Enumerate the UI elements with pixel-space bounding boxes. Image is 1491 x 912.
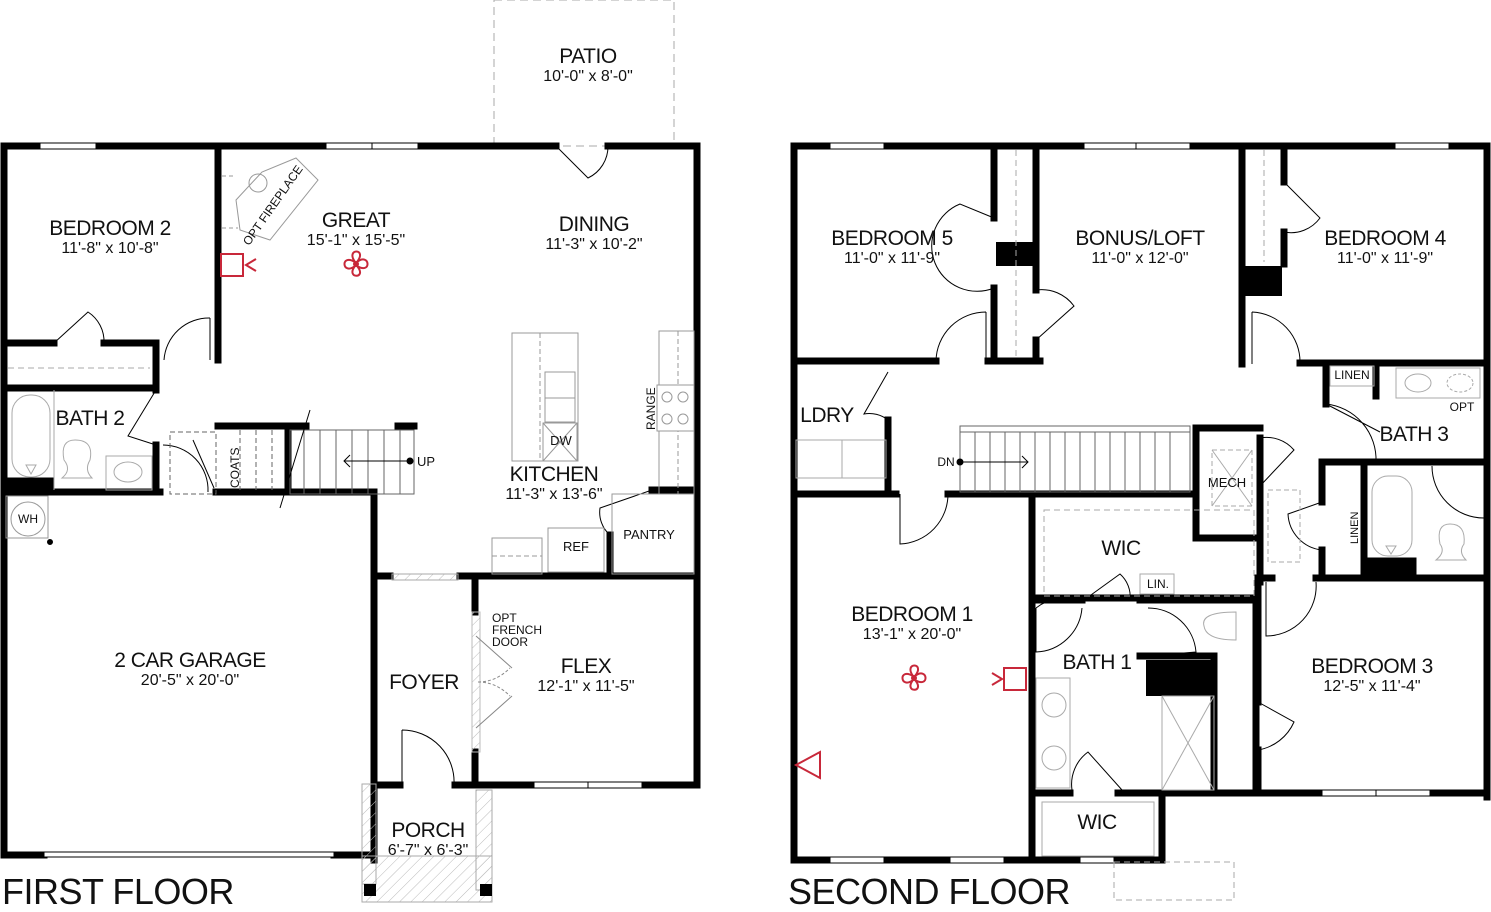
room-label-wic-2: WIC: [1077, 811, 1117, 834]
tv-jack-arrow-icon: [991, 672, 1004, 686]
range-label: RANGE: [644, 387, 658, 430]
room-label-bedroom-3: BEDROOM 3 12'-5" x 11'-4": [1311, 655, 1433, 695]
second-floor-plan: [790, 142, 1491, 901]
refrigerator-label: REF: [563, 539, 589, 554]
second-floor-fixtures: [795, 150, 1481, 901]
room-label-patio: PATIO 10'-0" x 8'-0": [543, 45, 633, 85]
ceiling-fan-icon: [901, 664, 927, 691]
stairs-up-label: UP: [416, 454, 436, 469]
room-label-bath-3: BATH 3: [1379, 423, 1449, 446]
tv-jack-icon: [1003, 667, 1027, 691]
room-label-mech: MECH: [1207, 475, 1247, 490]
first-floor-windows: [39, 142, 643, 858]
phone-jack-icon: [793, 750, 821, 780]
room-label-dining: DINING 11'-3" x 10'-2": [545, 213, 643, 253]
room-label-bedroom-1: BEDROOM 1 13'-1" x 20'-0": [851, 603, 973, 643]
room-label-bedroom-4: BEDROOM 4 11'-0" x 11'-9": [1324, 227, 1446, 267]
optional-sink-label: OPT: [1449, 400, 1475, 414]
ceiling-fan-icon: [343, 250, 369, 277]
room-label-bath-2: BATH 2: [55, 407, 125, 430]
opt-fireplace-outline: [222, 157, 319, 241]
first-floor-doors: [53, 145, 653, 786]
room-label-kitchen: KITCHEN 11'-3" x 13'-6": [505, 463, 603, 503]
first-floor-walls: [0, 142, 701, 864]
tv-jack-icon: [220, 253, 244, 277]
room-label-great: GREAT 15'-1" x 15'-5": [306, 209, 406, 249]
room-label-bath-1: BATH 1: [1062, 651, 1132, 674]
second-floor-stairs: [959, 425, 1191, 493]
room-label-bonus-loft: BONUS/LOFT 11'-0" x 12'-0": [1075, 227, 1205, 267]
coats-closet-label: COATS: [228, 447, 242, 488]
patio-outline: [493, 0, 675, 147]
kitchen-fixtures: [491, 330, 695, 575]
first-floor-stairs: [169, 409, 415, 509]
room-label-foyer: FOYER: [389, 671, 459, 694]
room-label-garage: 2 CAR GARAGE 20'-5" x 20'-0": [114, 649, 266, 689]
water-heater: [5, 495, 53, 545]
room-label-porch: PORCH 6'-7" x 6'-3": [387, 819, 469, 859]
room-label-wic-1: WIC: [1101, 537, 1141, 560]
first-floor-electrical-symbols: [220, 250, 369, 277]
second-floor-windows: [829, 142, 1450, 864]
second-floor-electrical-symbols: [793, 664, 1027, 780]
second-floor-walls: [790, 142, 1491, 864]
bath2-fixtures: [5, 367, 153, 491]
opt-french-door-label: OPT FRENCH DOOR: [492, 611, 542, 649]
tv-jack-arrow-icon: [244, 258, 257, 272]
stairs-down-label: DN: [937, 455, 955, 469]
stairs-down-arrow: [956, 455, 1029, 469]
room-label-laundry: LDRY: [800, 404, 854, 427]
first-floor-plan: [0, 0, 701, 903]
linen-closet-label: LINEN: [1334, 368, 1370, 382]
pantry-label: PANTRY: [623, 527, 675, 542]
linen-closet-side-label: LINEN: [1349, 511, 1361, 544]
second-floor-title: SECOND FLOOR: [788, 871, 1071, 912]
room-label-bedroom-5: BEDROOM 5 11'-0" x 11'-9": [831, 227, 953, 267]
opt-french-door-outline: [471, 611, 513, 753]
stairs-up-arrow: [343, 454, 414, 468]
room-label-bedroom-2: BEDROOM 2 11'-8" x 10'-8": [49, 217, 171, 257]
room-label-flex: FLEX 12'-1" x 11'-5": [537, 655, 635, 695]
first-floor-title: FIRST FLOOR: [2, 871, 234, 912]
linen-small-label: LIN.: [1146, 577, 1170, 591]
second-floor-doors: [863, 181, 1485, 791]
water-heater-label: WH: [18, 512, 38, 526]
dishwasher-label: DW: [550, 433, 572, 448]
porch-outline: [361, 573, 493, 903]
